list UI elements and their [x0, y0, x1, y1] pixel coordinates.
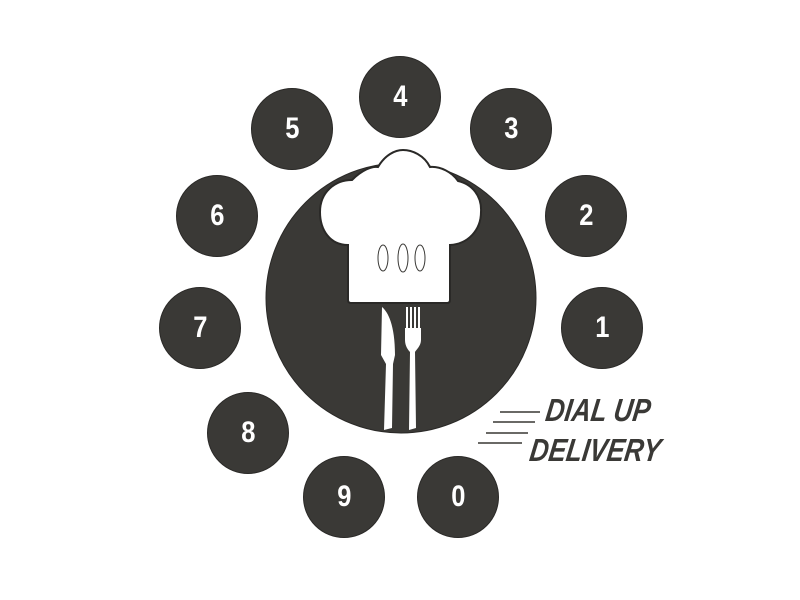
digit-label: 5	[284, 112, 300, 145]
speed-lines-icon	[478, 411, 540, 444]
dial-digit-1[interactable]: 1	[561, 287, 643, 369]
fork-icon	[405, 307, 421, 430]
dial-digit-2[interactable]: 2	[545, 175, 627, 257]
dial-digit-8[interactable]: 8	[207, 392, 289, 474]
dial-digit-5[interactable]: 5	[251, 88, 333, 170]
dial-digit-9[interactable]: 9	[303, 456, 385, 538]
knife-icon	[381, 307, 395, 430]
dial-digit-6[interactable]: 6	[176, 175, 258, 257]
dial-digit-3[interactable]: 3	[470, 88, 552, 170]
chef-hat-icon	[318, 148, 483, 304]
digit-label: 2	[578, 199, 594, 232]
digit-label: 0	[450, 480, 466, 513]
digit-label: 3	[503, 112, 519, 145]
digit-label: 1	[594, 311, 610, 344]
digit-label: 7	[192, 311, 208, 344]
dial-digit-4[interactable]: 4	[359, 56, 441, 138]
tagline-line-1: DIAL UP	[543, 392, 654, 428]
tagline-line-2: DELIVERY	[527, 432, 664, 468]
digit-label: 9	[336, 480, 352, 513]
dial-digit-7[interactable]: 7	[159, 287, 241, 369]
digit-label: 8	[240, 416, 256, 449]
digit-label: 6	[209, 199, 225, 232]
digit-label: 4	[392, 80, 408, 113]
dial-digit-0[interactable]: 0	[417, 456, 499, 538]
